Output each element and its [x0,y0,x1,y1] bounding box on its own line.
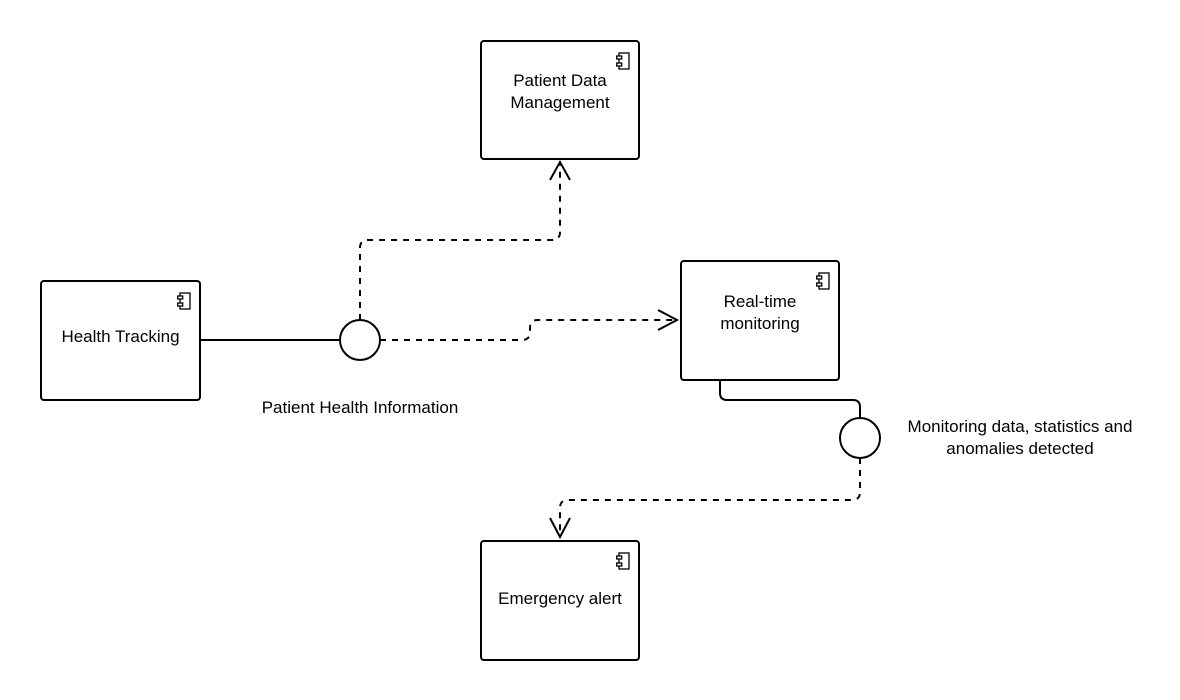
label-line: Patient Data [513,71,607,90]
dependency-to-patient-data-management [359,164,561,320]
dependency-arrowhead-real-time-monitoring [657,309,680,331]
component-icon [616,552,630,570]
component-emergency-alert[interactable]: Emergency alert [480,540,640,661]
label-line: anomalies detected [946,439,1094,458]
interface-monitoring-data [839,417,881,459]
label-line: Management [510,93,610,112]
label-line: Real-time [723,291,797,311]
component-label: Real-time monitoring [712,291,807,335]
interface-label-patient-health-information: Patient Health Information [261,398,459,417]
component-icon [816,272,830,290]
assembly-line-real-time-monitoring [719,380,861,418]
dependency-arrowhead-patient-data-management [549,159,571,181]
component-label: Emergency alert [498,589,622,608]
component-label: Health Tracking [61,327,180,346]
label-line: monitoring [720,313,800,333]
component-label: Patient Data Management [502,70,617,114]
component-icon [177,292,191,310]
interface-patient-health-information [339,319,381,361]
component-patient-data-management[interactable]: Patient Data Management [480,40,640,160]
component-icon [616,52,630,70]
component-health-tracking[interactable]: Health Tracking [40,280,201,401]
label-line: Monitoring data, statistics and [907,417,1133,436]
component-real-time-monitoring[interactable]: Real-time monitoring [680,260,840,381]
interface-label-monitoring-data: Monitoring data, statistics and anomalie… [890,416,1150,460]
dependency-arrowhead-emergency-alert [549,517,571,540]
dependency-to-emergency-alert [559,458,861,536]
dependency-to-real-time-monitoring [380,319,676,341]
